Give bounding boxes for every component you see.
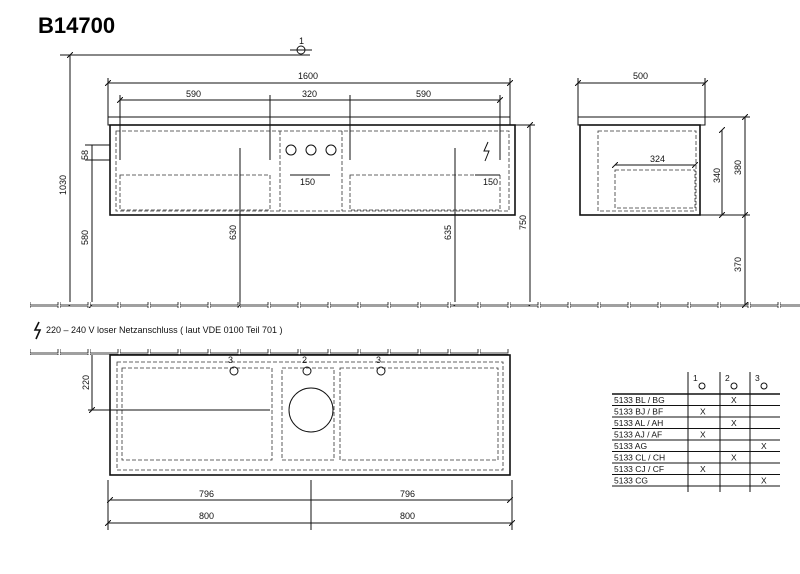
front-view: 1 1600 590 320 590 150 150 1030 58 [58, 36, 535, 305]
header-3: 3 [755, 373, 760, 383]
tap-hole-icon [698, 382, 706, 390]
plan-view: 3 2 3 220 796 796 800 800 [30, 349, 512, 530]
cabinet-front [109, 124, 516, 216]
row-mark: X [761, 441, 767, 451]
row-code: 5133 AG [614, 441, 647, 451]
table-row: 5133 AG X [612, 441, 780, 452]
dim-depth: 500 [633, 71, 648, 81]
row-mark: X [700, 430, 706, 440]
row-mark: X [700, 407, 706, 417]
dim-150-left: 150 [300, 177, 315, 187]
dim-left-segment: 590 [186, 89, 201, 99]
tap-hole-icon [730, 382, 738, 390]
row-mark: X [731, 395, 737, 405]
row-code: 5133 AJ / AF [614, 430, 662, 440]
dim-150-right: 150 [483, 177, 498, 187]
floor-line [30, 302, 800, 308]
power-icon [33, 321, 42, 340]
row-code: 5133 CJ / CF [614, 464, 664, 474]
row-mark: X [731, 418, 737, 428]
dim-796-right: 796 [400, 489, 415, 499]
table-row: 5133 BL / BG X [612, 395, 780, 406]
dim-58: 58 [80, 150, 90, 160]
row-mark: X [700, 464, 706, 474]
symbol-label: 1 [299, 36, 304, 46]
dim-800-right: 800 [400, 511, 415, 521]
tap-hole-icon [760, 382, 768, 390]
dim-750: 750 [518, 215, 528, 230]
dim-800-left: 800 [199, 511, 214, 521]
plan-marker-2: 2 [302, 355, 307, 365]
drain-opening [288, 387, 334, 433]
dim-635: 635 [443, 225, 453, 240]
row-code: 5133 BJ / BF [614, 407, 663, 417]
dim-right-segment: 590 [416, 89, 431, 99]
table-row: 5133 CJ / CF X [612, 464, 780, 475]
dim-380: 380 [733, 160, 743, 175]
dim-630: 630 [228, 225, 238, 240]
dim-796-left: 796 [199, 489, 214, 499]
row-mark: X [761, 476, 767, 486]
power-note: 220 – 240 V loser Netzanschluss ( laut V… [46, 325, 282, 335]
row-code: 5133 CG [614, 476, 648, 486]
dim-340: 340 [712, 168, 722, 183]
plan-marker-1: 3 [228, 355, 233, 365]
table-header: 1 2 3 [693, 373, 768, 390]
dim-580: 580 [80, 230, 90, 245]
table-row: 5133 BJ / BF X [612, 407, 780, 418]
countertop [107, 116, 511, 126]
dim-324: 324 [650, 154, 665, 164]
table-row: 5133 CG X [612, 476, 780, 487]
dim-total-height: 1030 [58, 175, 68, 195]
table-row: 5133 AL / AH X [612, 418, 780, 429]
header-2: 2 [725, 373, 730, 383]
plan-marker-3: 3 [376, 355, 381, 365]
drawing-title: B14700 [38, 13, 115, 38]
row-code: 5133 BL / BG [614, 395, 665, 405]
row-mark: X [731, 453, 737, 463]
dim-total-width: 1600 [298, 71, 318, 81]
row-code: 5133 CL / CH [614, 453, 665, 463]
table-row: 5133 AJ / AF X [612, 430, 780, 441]
power-icon [483, 141, 490, 162]
dim-220: 220 [81, 375, 91, 390]
side-view: 500 324 340 380 370 [578, 71, 750, 305]
dim-370: 370 [733, 257, 743, 272]
row-code: 5133 AL / AH [614, 418, 663, 428]
header-1: 1 [693, 373, 698, 383]
dim-middle-segment: 320 [302, 89, 317, 99]
table-row: 5133 CL / CH X [612, 453, 780, 464]
